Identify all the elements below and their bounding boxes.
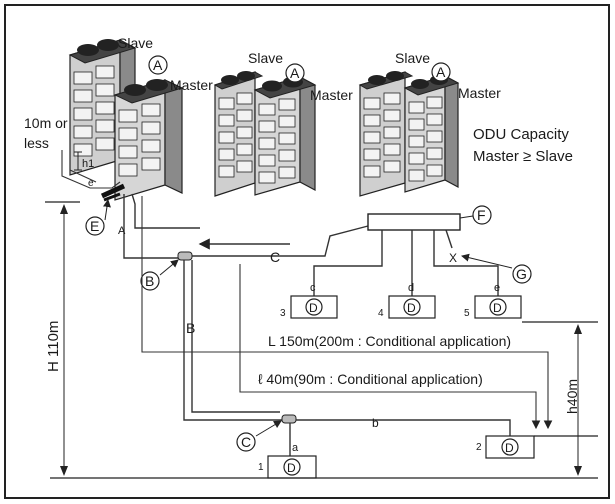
marker-c-text: C — [241, 434, 251, 450]
indoor-unit-2: D 2 — [476, 435, 535, 459]
marker-f-text: F — [477, 207, 486, 223]
marker-c-icon — [236, 432, 256, 452]
oil-trap-pipe-2 — [69, 150, 97, 183]
marker-f-icon — [472, 205, 492, 225]
l-dim-line — [239, 264, 541, 430]
H-dim-arrow-top — [60, 204, 68, 214]
H-dimension: H 110m — [45, 321, 62, 372]
branch-C — [281, 414, 297, 424]
marker-e-text: E — [90, 218, 99, 234]
master-unit-1 — [113, 79, 184, 201]
pipe-c-label: c — [310, 282, 316, 294]
marker-a-text-3: A — [436, 64, 446, 80]
indoor-unit-2-number: 2 — [476, 442, 482, 453]
indoor-unit-1-label: D — [287, 461, 296, 475]
marker-a-text-2: A — [290, 65, 300, 81]
slave-label-2: Slave — [248, 50, 283, 66]
branch-B — [177, 251, 193, 261]
pipe-e-label: e — [494, 282, 500, 294]
g-leader — [461, 253, 513, 269]
outdoor-unit-group-2: Slave A Master — [213, 50, 353, 197]
h1-label: h1 — [82, 158, 94, 170]
h-dimension: h40m — [564, 379, 580, 414]
master-unit-2 — [253, 76, 317, 196]
oil-trap-e-label: e — [88, 178, 94, 189]
L-dim-line — [141, 196, 553, 430]
capacity-note-line2: Master ≥ Slave — [473, 148, 573, 165]
pipe-c — [313, 230, 383, 296]
slave-label-3: Slave — [395, 50, 430, 66]
pipe-B — [183, 260, 286, 421]
marker-e-icon — [85, 216, 105, 236]
pipe-e — [433, 230, 499, 296]
pipe-x-label: X — [449, 251, 457, 265]
indoor-unit-5-label: D — [493, 301, 502, 315]
pipe-A — [123, 194, 180, 259]
pipe-B-2 — [191, 260, 280, 413]
outdoor-unit-group-3: Slave A Master — [358, 50, 501, 197]
pipe-b-label: b — [372, 416, 379, 430]
indoor-unit-1: D 1 — [258, 455, 317, 479]
marker-b-icon — [140, 271, 160, 291]
slave-label-1: Slave — [118, 35, 153, 51]
indoor-unit-4-number: 4 — [378, 308, 384, 319]
f-leader — [459, 215, 474, 219]
pipe-A-2 — [131, 193, 200, 229]
indoor-unit-2-label: D — [505, 441, 514, 455]
pipe-b — [296, 419, 511, 436]
pipe-d-label: d — [408, 282, 414, 294]
y-branch-E — [100, 183, 126, 202]
c-leader — [255, 420, 282, 437]
marker-g-icon — [512, 264, 532, 284]
marker-g-text: G — [516, 266, 527, 282]
master-label-1: Master — [170, 77, 213, 93]
marker-a-icon-1 — [148, 55, 168, 75]
b-leader — [159, 259, 179, 276]
oil-trap-line1: 10m or — [24, 115, 68, 131]
oil-trap-pipe — [61, 150, 121, 189]
pipe-B-label: B — [186, 320, 195, 336]
marker-a-text-1: A — [153, 57, 163, 73]
pipe-C-label: C — [270, 249, 280, 265]
pipe-A-label: A — [118, 225, 126, 237]
master-label-3: Master — [458, 85, 501, 101]
slave-unit-3 — [358, 71, 414, 197]
indoor-unit-5: D 5 — [464, 295, 522, 319]
indoor-unit-3-number: 3 — [280, 308, 286, 319]
indoor-unit-5-number: 5 — [464, 308, 470, 319]
slave-unit-2 — [213, 71, 264, 197]
e-leader — [103, 199, 111, 221]
capacity-note-line1: ODU Capacity — [473, 126, 569, 143]
diagram-frame — [4, 4, 610, 499]
marker-b-text: B — [145, 273, 154, 289]
indoor-unit-4: D 4 — [378, 295, 436, 319]
h-dim-arrow-top — [574, 324, 582, 334]
h-dim-arrow-bottom — [574, 466, 582, 476]
H-dim-arrow-bottom — [60, 466, 68, 476]
indoor-unit-3-label: D — [309, 301, 318, 315]
pipe-a-label: a — [292, 442, 299, 454]
indoor-unit-3: D 3 — [280, 295, 338, 319]
pipe-C — [192, 225, 369, 257]
header-F — [367, 213, 461, 231]
marker-a-icon-2 — [285, 63, 305, 83]
indoor-unit-4-label: D — [407, 301, 416, 315]
master-unit-3 — [403, 74, 460, 193]
L-dimension: L 150m(200m : Conditional application) — [268, 333, 511, 349]
master-label-2: Master — [310, 87, 353, 103]
outdoor-unit-group-1: Slave A Master — [68, 35, 213, 201]
pipe-x — [445, 229, 453, 249]
marker-a-icon-3 — [431, 62, 451, 82]
l-dimension: ℓ 40m(90m : Conditional application) — [258, 371, 483, 387]
oil-trap-line2: less — [24, 135, 49, 151]
indoor-unit-1-number: 1 — [258, 462, 264, 473]
